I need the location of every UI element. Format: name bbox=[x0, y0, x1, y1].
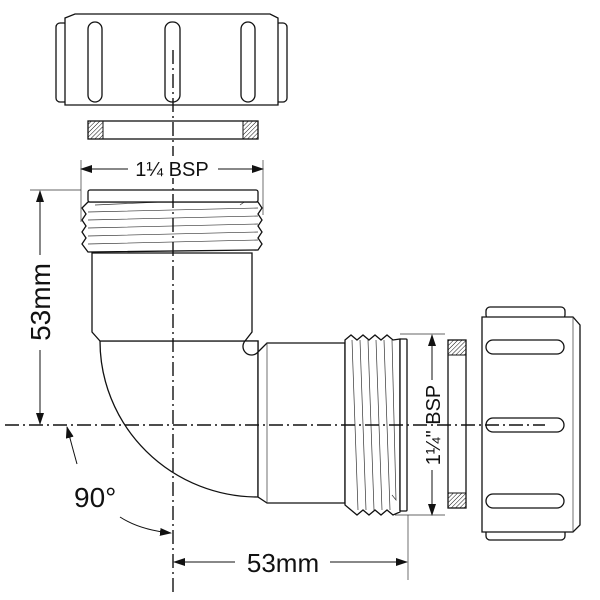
side-bsp-label: 1¼" BSP bbox=[423, 385, 445, 465]
vertical-threaded-leg bbox=[81, 189, 263, 498]
side-bsp-dimension bbox=[395, 333, 445, 516]
horizontal-53mm-label: 53mm bbox=[247, 548, 319, 578]
top-compression-nut bbox=[55, 13, 288, 106]
top-bsp-dimension bbox=[80, 156, 264, 222]
side-compression-nut bbox=[481, 306, 581, 541]
horizontal-53mm-dimension bbox=[173, 515, 409, 580]
top-bsp-label: 1¼ BSP bbox=[135, 159, 208, 181]
side-washer bbox=[447, 339, 467, 509]
vertical-53mm-label: 53mm bbox=[25, 263, 56, 341]
angle-label: 90° bbox=[74, 482, 116, 513]
vertical-53mm-dimension bbox=[30, 189, 81, 425]
angle-dimension bbox=[65, 426, 172, 536]
